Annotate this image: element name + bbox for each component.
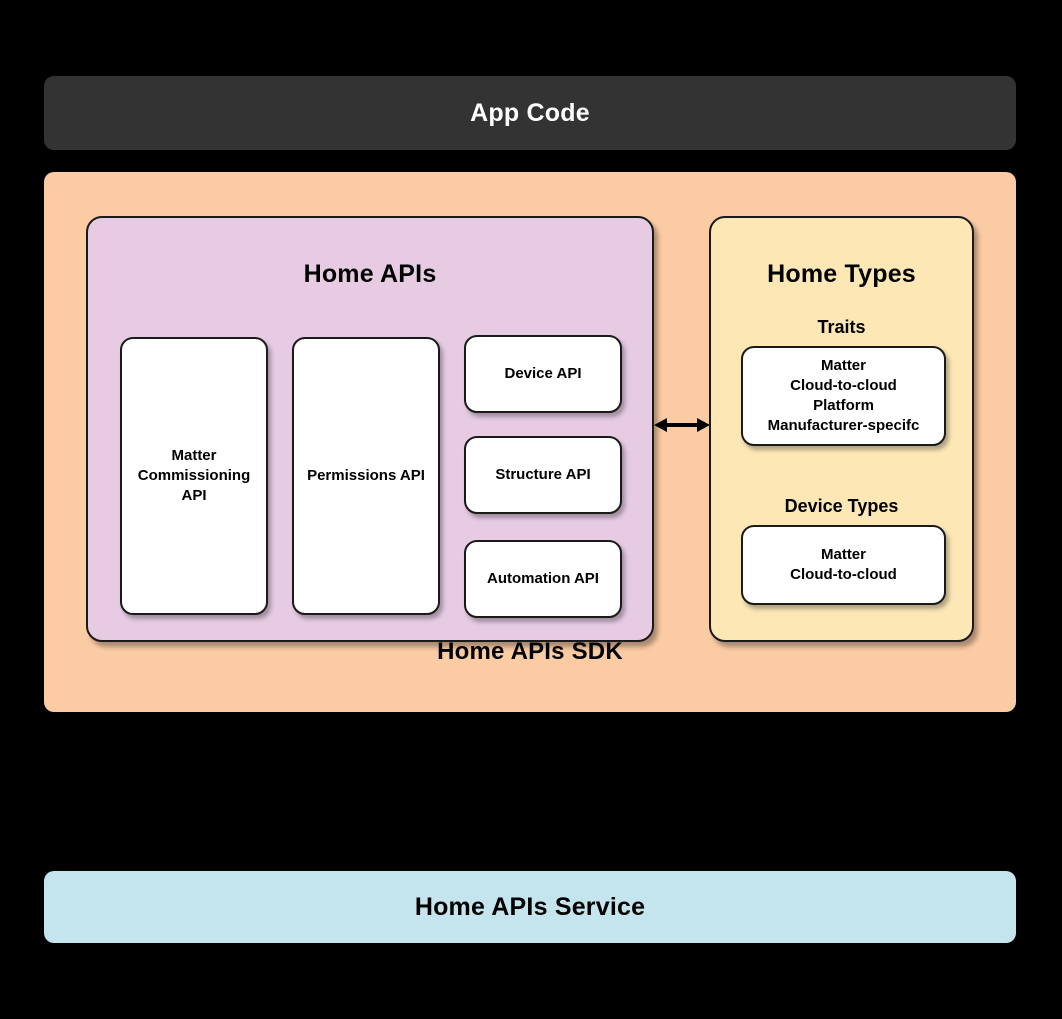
home-types-panel-title: Home Types bbox=[767, 260, 916, 288]
card-permissions-api-label: Permissions API bbox=[307, 466, 425, 484]
card-device-api: Device API bbox=[464, 335, 622, 413]
app-code-label: App Code bbox=[470, 98, 590, 127]
home-apis-sdk-label: Home APIs SDK bbox=[437, 638, 623, 665]
card-device-types-label: Matter Cloud-to-cloud bbox=[790, 545, 897, 583]
device-types-section-title: Device Types bbox=[784, 496, 899, 516]
traits-section-title: Traits bbox=[817, 317, 866, 337]
card-device-types: Matter Cloud-to-cloud bbox=[741, 525, 946, 605]
card-traits-label: Matter Cloud-to-cloud Platform Manufactu… bbox=[767, 356, 920, 435]
home-apis-panel: Home APIs Matter Commissioning API Permi… bbox=[86, 216, 654, 642]
card-traits: Matter Cloud-to-cloud Platform Manufactu… bbox=[741, 346, 946, 446]
home-types-panel: Home Types Traits Matter Cloud-to-cloud … bbox=[709, 216, 974, 642]
card-automation-api-label: Automation API bbox=[487, 569, 599, 587]
app-code-block: App Code bbox=[44, 76, 1016, 150]
home-apis-panel-title: Home APIs bbox=[303, 260, 437, 288]
card-automation-api: Automation API bbox=[464, 540, 622, 618]
home-apis-sdk-container: Home APIs Matter Commissioning API Permi… bbox=[44, 172, 1016, 712]
bidirectional-arrow-icon bbox=[654, 418, 710, 432]
home-apis-service-block: Home APIs Service bbox=[44, 871, 1016, 943]
card-matter-commissioning-api: Matter Commissioning API bbox=[120, 337, 268, 615]
home-apis-service-label: Home APIs Service bbox=[414, 892, 646, 921]
card-device-api-label: Device API bbox=[504, 364, 582, 382]
card-structure-api-label: Structure API bbox=[495, 465, 591, 483]
card-structure-api: Structure API bbox=[464, 436, 622, 514]
card-permissions-api: Permissions API bbox=[292, 337, 440, 615]
card-matter-commissioning-api-label: Matter Commissioning API bbox=[137, 446, 251, 505]
